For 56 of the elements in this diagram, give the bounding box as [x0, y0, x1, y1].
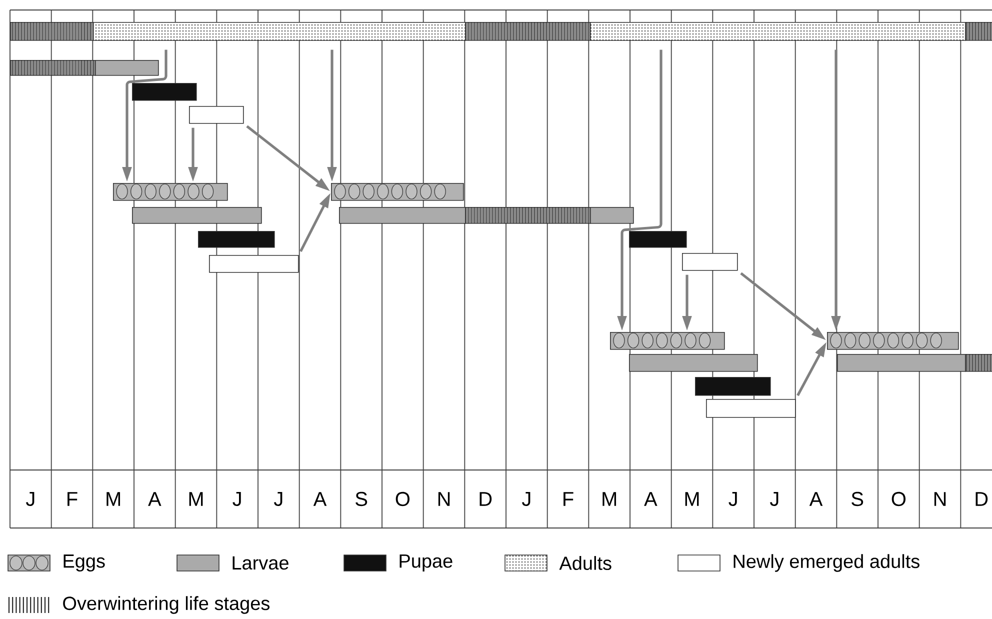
- month-label: J: [728, 492, 737, 506]
- larvae-bar: [339, 207, 466, 224]
- month-label: A: [148, 492, 162, 506]
- month-label: A: [644, 492, 658, 506]
- month-label: S: [852, 492, 864, 506]
- month-label: J: [232, 492, 241, 506]
- month-label: N: [934, 492, 946, 506]
- adults-bar: [93, 22, 466, 41]
- overwintering-bar: [965, 354, 992, 372]
- month-label: F: [68, 492, 78, 506]
- legend-label: Pupae: [400, 554, 452, 572]
- month-label: M: [602, 492, 616, 506]
- legend-label: Adults: [559, 556, 612, 570]
- month-label: O: [396, 492, 410, 506]
- eggs-bar: [610, 332, 725, 350]
- month-label: M: [189, 492, 203, 506]
- month-label: N: [438, 492, 450, 506]
- month-label: J: [274, 492, 282, 506]
- overwintering-bar: [10, 60, 96, 76]
- month-label: D: [480, 492, 492, 506]
- overwintering-bar: [965, 22, 992, 41]
- legend-label: Eggs: [64, 554, 105, 572]
- adults-bar: [590, 22, 966, 41]
- month-label: J: [522, 492, 530, 506]
- pupae-bar: [132, 83, 197, 101]
- overwintering-bar: [10, 22, 94, 41]
- overwintering-bar: [465, 22, 591, 41]
- month-label: A: [809, 492, 823, 506]
- newly-emerged-bar: [189, 106, 244, 124]
- month-label: J: [770, 492, 778, 506]
- month-label: A: [313, 492, 327, 506]
- pupae-bar: [695, 377, 771, 396]
- month-label: M: [685, 492, 699, 506]
- pupae-bar: [198, 231, 275, 248]
- eggs-bar: [113, 183, 228, 201]
- larvae-bar: [837, 354, 966, 372]
- larvae-bar: [95, 60, 159, 76]
- newly-emerged-bar: [706, 399, 796, 418]
- larvae-bar: [629, 354, 758, 372]
- newly-emerged-bar: [682, 253, 738, 271]
- month-label: S: [356, 492, 368, 506]
- legend-label: Newly emerged adults: [734, 554, 920, 572]
- month-label: F: [564, 492, 574, 506]
- month-label: O: [892, 492, 906, 506]
- pupae-bar: [629, 231, 687, 248]
- newly-emerged-bar: [209, 255, 299, 273]
- larvae-bar: [132, 207, 262, 224]
- overwintering-bar: [465, 207, 591, 224]
- legend-label: Overwintering life stages: [63, 596, 270, 614]
- larvae-bar: [590, 207, 634, 224]
- month-label: D: [976, 492, 988, 506]
- eggs-bar: [331, 183, 464, 201]
- eggs-bar: [827, 332, 959, 350]
- legend-label: Larvae: [232, 556, 288, 570]
- month-label: M: [106, 492, 120, 506]
- month-label: J: [26, 492, 34, 506]
